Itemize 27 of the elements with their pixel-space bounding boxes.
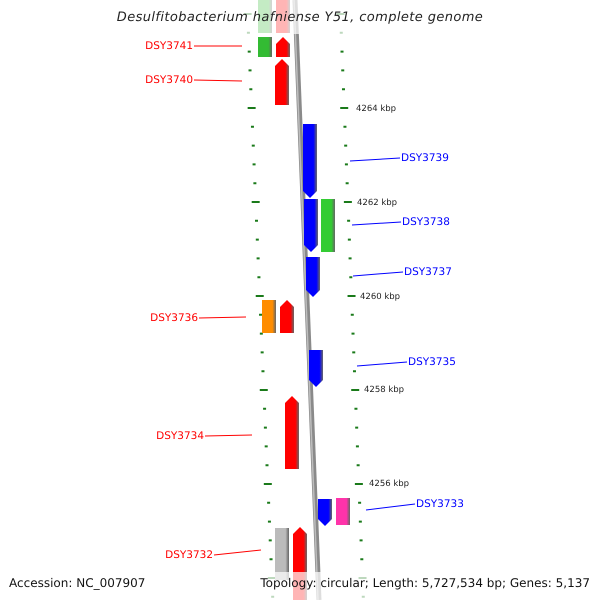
- gene-label: DSY3735: [408, 356, 456, 368]
- leader-line: [352, 222, 402, 226]
- gene-label: DSY3733: [416, 498, 464, 510]
- gene-label: DSY3737: [404, 266, 452, 278]
- footer-text: Topology: circular; Length: 5,727,534 bp; Genes: 5,137: [260, 576, 590, 590]
- leader-line: [214, 550, 262, 556]
- diagram-title: Desulfitobacterium hafniense Y51, complete genome: [116, 10, 484, 26]
- leader-line: [366, 504, 416, 510]
- leader-line: [204, 434, 252, 436]
- scale-label: 4260 kbp: [360, 292, 400, 302]
- scale-label: 4256 kbp: [369, 479, 410, 489]
- gene-label: DSY3734: [156, 430, 204, 442]
- gene-label: DSY3741: [145, 40, 193, 52]
- gene-label: DSY3740: [145, 74, 193, 86]
- leader-line: [194, 80, 242, 82]
- leader-line: [356, 362, 408, 366]
- leader-line: [198, 316, 246, 318]
- footer-text: Accession: NC_007907: [9, 576, 146, 590]
- gene-label: DSY3736: [150, 312, 198, 324]
- scale-label: 4262 kbp: [357, 198, 398, 208]
- gene-label: DSY3739: [401, 152, 449, 164]
- leader-line: [350, 158, 400, 162]
- gene-label: DSY3732: [165, 549, 213, 561]
- gene-label: DSY3738: [402, 216, 450, 228]
- scale-label: 4258 kbp: [364, 385, 404, 395]
- leader-line: [352, 272, 404, 276]
- scale-label: 4264 kbp: [356, 104, 396, 114]
